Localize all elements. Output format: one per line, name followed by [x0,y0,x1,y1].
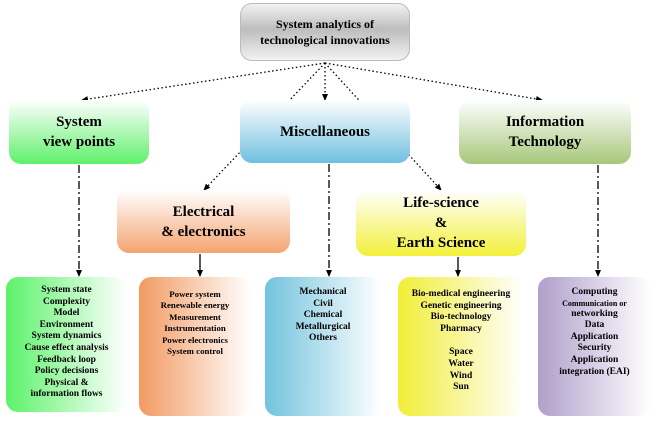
leaf-item: Others [309,333,337,344]
category-miscellaneous: Miscellaneous [240,100,410,163]
leaf-item: Application [570,354,619,365]
leaf-life-topics: Bio-medical engineering Genetic engineer… [398,277,524,416]
leaf-item: System dynamics [31,331,102,342]
category-information-technology: Information Technology [459,100,631,164]
connector-root-it [324,62,543,102]
connector-root-life [324,62,442,191]
leaf-item: Bio-technology [430,312,492,323]
leaf-item: integration (EAI) [559,366,630,377]
leaf-electrical-topics: Power system Renewable energy Measuremen… [139,277,251,416]
leaf-item: Physical & [44,377,89,388]
root-line-1: System analytics of [276,17,374,31]
connector-root-electrical [203,62,326,191]
leaf-item: Space [449,347,473,358]
leaf-item: Metallurgical [295,321,351,332]
leaf-item: Instrumentation [164,323,226,334]
category-life-line-3: Earth Science [396,235,486,251]
leaf-item: Power electronics [162,334,228,345]
leaf-item: Measurement [169,311,221,322]
leaf-item: Water [448,358,474,369]
leaf-item: Chemical [303,310,343,321]
leaf-item: Civil [313,298,333,309]
category-it-line-1: Information [505,114,585,130]
leaf-item: Sun [453,382,469,393]
leaf-item: System state [41,285,92,295]
leaf-item: Wind [449,370,473,381]
leaf-item: Application [570,331,619,342]
root-node: System analytics of technological innova… [240,3,410,61]
category-electrical-electronics: Electrical & electronics [117,190,290,253]
root-line-2: technological innovations [260,33,390,47]
connector-root-system [81,62,326,103]
leaf-item: Security [577,343,612,354]
leaf-item: Renewable energy [160,300,230,311]
leaf-item: Bio-medical engineering [411,289,511,299]
leaf-it-topics: Computing Communication or networking Da… [538,277,651,416]
category-misc-line-1: Miscellaneous [280,123,370,140]
leaf-system-topics: System state Complexity Model Environmen… [6,277,127,412]
leaf-item: Power system [169,289,221,299]
leaf-item: Policy decisions [34,366,99,377]
category-system-line-1: System [56,114,102,130]
leaf-item: Pharmacy [440,323,482,334]
category-system-line-2: view points [42,134,116,150]
leaf-misc-topics: Mechanical Civil Chemical Metallurgical … [265,277,381,416]
leaf-item: Cause effect analysis [24,342,109,353]
leaf-item: Genetic engineering [420,300,502,311]
leaf-item: Feedback loop [37,354,96,365]
leaf-item: Model [53,308,80,319]
leaf-item: Complexity [43,296,90,307]
category-life-line-1: Life-science [403,195,479,211]
category-system-view-points: System view points [9,100,149,164]
category-it-line-2: Technology [508,134,582,150]
leaf-item: Data [584,320,605,331]
leaf-item: Environment [39,319,94,330]
category-life-earth-science: Life-science & Earth Science [356,190,526,256]
leaf-item: Mechanical [299,287,347,297]
leaf-item: networking [571,308,618,319]
category-electrical-line-2: & electronics [161,223,246,240]
leaf-item: Communication or [562,298,627,308]
leaf-item: Computing [571,287,618,297]
category-life-line-2: & [434,215,448,231]
leaf-item: System control [167,346,223,357]
category-electrical-line-1: Electrical [172,203,235,220]
leaf-item: information flows [30,389,103,400]
